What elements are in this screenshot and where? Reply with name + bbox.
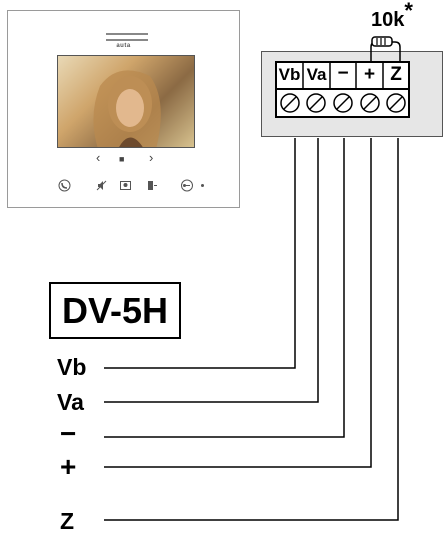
nav-next-button[interactable]: › [149,150,154,165]
model-label: DV-5H [49,282,181,339]
brand-logo: auta [116,43,131,49]
phone-icon[interactable] [58,179,71,192]
speaker-grille-line [106,33,148,35]
ref-label-va: Va [57,389,84,415]
screw-va [306,93,326,113]
door-icon[interactable] [145,179,158,192]
wire-z [104,138,399,521]
led-indicator [201,184,204,187]
screw-vb [280,93,300,113]
nav-prev-button[interactable]: ‹ [96,150,101,165]
ref-label-z: Z [60,508,75,534]
wire-minus [104,138,345,438]
wires [104,138,399,521]
terminal-label-z: Z [390,64,402,85]
screw-minus [333,93,353,113]
ref-label-minus: − [60,418,77,449]
monitor-unit: auta ‹ ■ › [7,10,240,208]
screw-plus [360,93,380,113]
nav-stop-button[interactable]: ■ [119,154,125,164]
ref-label-vb: Vb [57,354,87,380]
terminal-label-strip [275,61,410,90]
terminal-label-va: Va [306,65,327,84]
wire-vb [104,138,296,369]
camera-icon[interactable] [119,179,132,192]
wire-plus [104,138,372,468]
terminal-label-vb: Vb [278,65,301,84]
ref-label-plus: + [60,451,77,482]
terminal-screws [280,93,406,113]
terminal-label-plus: + [363,64,376,85]
mute-icon[interactable] [95,179,108,192]
monitor-screen [57,55,195,148]
asterisk-marker: * [404,0,413,23]
wire-va [104,138,319,403]
resistor-label: 10k* [371,0,413,32]
terminal-label-minus: − [337,63,349,84]
resistor-value: 10k [371,9,405,31]
screw-z [386,93,406,113]
key-icon[interactable] [179,179,195,192]
speaker-grille-line [106,39,148,41]
screen-photo [93,70,161,147]
resistor-body [371,36,393,47]
